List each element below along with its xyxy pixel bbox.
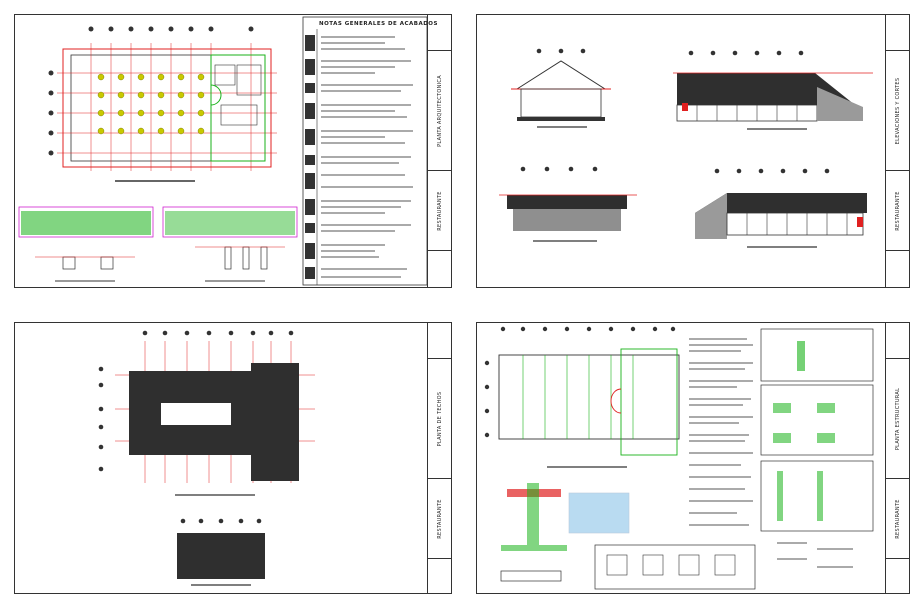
title-block-sheet-title: ELEVACIONES Y CORTES (886, 51, 909, 171)
title-block-header (886, 15, 909, 51)
sheet-structural-plan: PLANTA ESTRUCTURAL RESTAURANTE (476, 322, 910, 594)
elevation-2 (673, 50, 873, 130)
sheet-architectural-plan: NOTAS GENERALES DE ACABADOS PLANTA ARQUI… (14, 14, 452, 288)
title-block: PLANTA ARQUITECTONICA RESTAURANTE (427, 15, 451, 287)
sheet-title-text: PLANTA ESTRUCTURAL (894, 387, 901, 450)
column-detail (500, 483, 630, 582)
project-name-text: RESTAURANTE (894, 190, 901, 231)
title-block-header (428, 323, 451, 359)
title-block-project: RESTAURANTE (886, 479, 909, 559)
project-name-text: RESTAURANTE (894, 498, 901, 539)
roof-plan (98, 330, 315, 496)
sheet-title-text: PLANTA DE TECHOS (436, 391, 443, 446)
title-block-header (886, 323, 909, 359)
door-window-schedule (18, 206, 298, 282)
drawing-area (499, 48, 873, 248)
floor-plan (48, 26, 277, 182)
structural-details (594, 328, 874, 590)
sheet-elevations: ELEVACIONES Y CORTES RESTAURANTE (476, 14, 910, 288)
title-block-project: RESTAURANTE (886, 171, 909, 251)
drawing-area (18, 16, 428, 286)
section-2 (695, 168, 867, 248)
notes-title: NOTAS GENERALES DE ACABADOS (319, 21, 438, 27)
section-1 (499, 166, 637, 242)
project-name-text: RESTAURANTE (436, 190, 443, 231)
sheet-title-text: PLANTA ARQUITECTONICA (436, 74, 443, 147)
title-block-project: RESTAURANTE (428, 479, 451, 559)
project-name-text: RESTAURANTE (436, 498, 443, 539)
sheet-title-text: ELEVACIONES Y CORTES (894, 77, 901, 144)
drawing-area (98, 330, 315, 586)
foundation-plan (484, 326, 680, 468)
drawing-area (484, 326, 874, 590)
title-block: PLANTA DE TECHOS RESTAURANTE (427, 323, 451, 593)
title-block: ELEVACIONES Y CORTES RESTAURANTE (885, 15, 909, 287)
title-block: PLANTA ESTRUCTURAL RESTAURANTE (885, 323, 909, 593)
title-block-header (428, 15, 451, 51)
title-block-sheet-title: PLANTA ESTRUCTURAL (886, 359, 909, 479)
structural-notes (689, 338, 753, 526)
roof-detail (177, 518, 265, 586)
title-block-project: RESTAURANTE (428, 171, 451, 251)
sheet-roof-plan: PLANTA DE TECHOS RESTAURANTE (14, 322, 452, 594)
title-block-sheet-title: PLANTA ARQUITECTONICA (428, 51, 451, 171)
elevation-1 (511, 48, 611, 128)
general-notes (302, 16, 428, 286)
title-block-sheet-title: PLANTA DE TECHOS (428, 359, 451, 479)
